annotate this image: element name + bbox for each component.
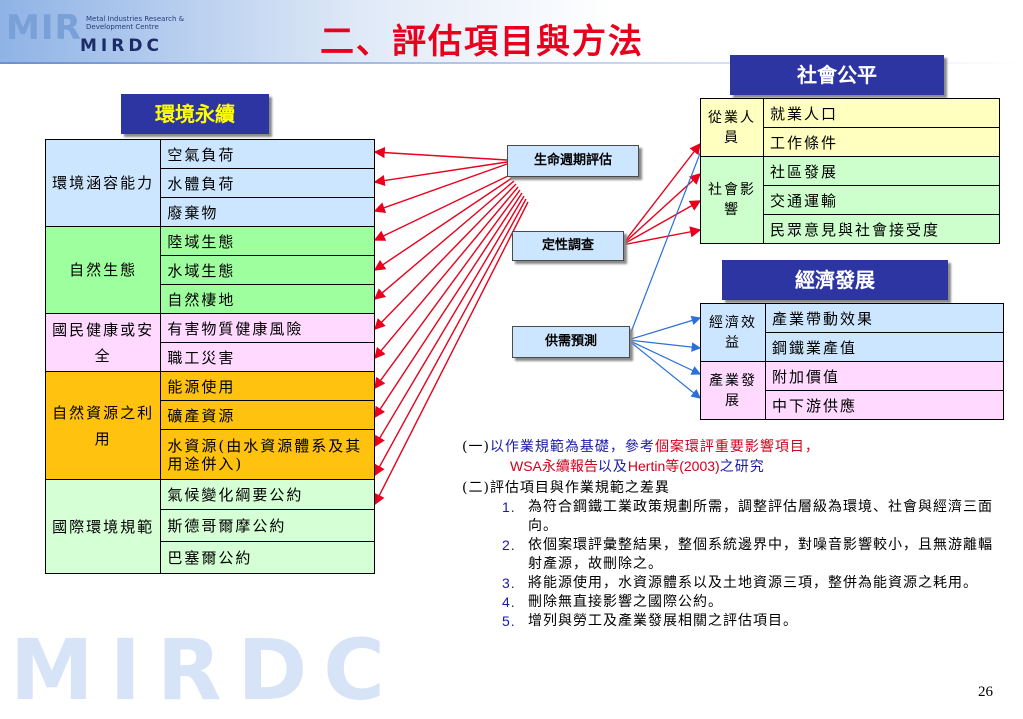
social-category: 從業人員 — [700, 98, 764, 157]
list-item: 1. 為符合鋼鐵工業政策規劃所需，調整評估層級為環境、社會與經濟三面向。 — [462, 498, 1002, 536]
method-qualitative-box: 定性調查 — [512, 231, 624, 261]
env-category: 國際環境規範 — [44, 479, 162, 574]
env-item: 水域生態 — [160, 255, 375, 285]
environment-table: 環境涵容能力 空氣負荷 水體負荷 廢棄物 自然生態 陸域生態 水域生態 自然棲地… — [44, 139, 375, 574]
note-1-text-b: 個案環評重要影響項目， — [654, 439, 820, 455]
list-item: 4. 刪除無直接影響之國際公約。 — [462, 593, 1002, 612]
logo-text: MIRDC — [80, 36, 163, 56]
difference-list: 1. 為符合鋼鐵工業政策規劃所需，調整評估層級為環境、社會與經濟三面向。 2. 依個… — [462, 498, 1002, 631]
env-item: 巴塞爾公約 — [160, 541, 375, 574]
env-item: 能源使用 — [160, 371, 375, 401]
list-text: 依個案環評彙整結果，整個系統邊界中，對噪音影響較小，且無游離輻射產源，故刪除之。 — [528, 537, 993, 572]
note-1-wsa: WSA永續報告 — [510, 458, 598, 474]
economic-category: 經濟效益 — [700, 303, 766, 362]
list-text: 刪除無直接影響之國際公約。 — [528, 594, 723, 610]
note-1-study: 之研究 — [719, 459, 765, 475]
list-text: 將能源使用，水資源體系以及土地資源三項，整併為能資源之耗用。 — [528, 575, 978, 591]
economic-item: 附加價值 — [765, 361, 1004, 391]
social-item: 社區發展 — [763, 156, 1000, 186]
env-item: 斯德哥爾摩公約 — [160, 509, 375, 542]
label-environment: 環境永續 — [121, 94, 269, 134]
list-item: 3. 將能源使用，水資源體系以及土地資源三項，整併為能資源之耗用。 — [462, 574, 1002, 593]
note-2-number: (二) — [462, 480, 490, 496]
logo-mark: MIR — [6, 8, 82, 48]
env-category: 國民健康或安全 — [44, 313, 162, 372]
page-number: 26 — [978, 684, 993, 700]
note-paragraph-1: (一)以作業規範為基礎，參考個案環評重要影響項目， WSA永續報告以及Herti… — [462, 438, 1002, 477]
list-number: 5. — [502, 613, 516, 629]
economic-table: 經濟效益 產業帶動效果 鋼鐵業產值 產業發展 附加價值 中下游供應 — [700, 303, 1004, 420]
env-item: 空氣負荷 — [160, 139, 375, 169]
economic-category: 產業發展 — [700, 361, 766, 420]
header-divider — [0, 62, 1023, 64]
env-item: 礦產資源 — [160, 400, 375, 430]
list-text: 為符合鋼鐵工業政策規劃所需，調整評估層級為環境、社會與經濟三面向。 — [528, 499, 993, 534]
env-item: 自然棲地 — [160, 284, 375, 314]
note-1-number: (一) — [462, 439, 490, 455]
header-band — [0, 0, 1023, 62]
list-number: 2. — [502, 537, 516, 553]
slide-title: 二、評估項目與方法 — [320, 22, 644, 62]
note-paragraph-2: (二)評估項目與作業規範之差異 — [462, 479, 1002, 498]
label-social: 社會公平 — [730, 55, 944, 95]
note-1-text-a: 以作業規範為基礎，參考 — [489, 439, 655, 455]
env-item: 水資源(由水資源體系及其用途併入) — [160, 429, 375, 480]
env-item: 職工災害 — [160, 342, 375, 372]
logo-subtitle: Metal Industries Research & Development … — [86, 15, 185, 31]
note-1-hertin: Hertin等(2003) — [627, 458, 720, 474]
economic-item: 產業帶動效果 — [765, 303, 1004, 333]
notes-section: (一)以作業規範為基礎，參考個案環評重要影響項目， WSA永續報告以及Herti… — [462, 438, 1002, 631]
list-item: 5. 增列與勞工及產業發展相關之評估項目。 — [462, 612, 1002, 631]
env-item: 氣候變化綱要公約 — [160, 479, 375, 510]
social-item: 工作條件 — [763, 127, 1000, 157]
list-item: 2. 依個案環評彙整結果，整個系統邊界中，對噪音影響較小，且無游離輻射產源，故刪除… — [462, 536, 1002, 574]
social-item: 交通運輸 — [763, 185, 1000, 215]
list-number: 1. — [502, 499, 516, 515]
economic-item: 中下游供應 — [765, 390, 1004, 420]
env-item: 有害物質健康風險 — [160, 313, 375, 343]
method-lca-box: 生命週期評估 — [507, 145, 639, 177]
env-category: 環境涵容能力 — [44, 139, 162, 227]
method-supply-demand-box: 供需預測 — [512, 326, 630, 358]
mirdc-logo: MIR Metal Industries Research & Developm… — [6, 6, 226, 58]
watermark: MIRDC — [10, 621, 401, 719]
economic-item: 鋼鐵業產值 — [765, 332, 1004, 362]
env-arrows — [373, 147, 529, 506]
env-category: 自然資源之利用 — [44, 371, 162, 480]
list-number: 4. — [502, 594, 516, 610]
env-item: 陸域生態 — [160, 226, 375, 256]
social-item: 民眾意見與社會接受度 — [763, 214, 1000, 244]
env-item: 廢棄物 — [160, 197, 375, 227]
env-item: 水體負荷 — [160, 168, 375, 198]
list-number: 3. — [502, 575, 516, 591]
social-table: 從業人員 就業人口 工作條件 社會影響 社區發展 交通運輸 民眾意見與社會接受度 — [700, 98, 1000, 244]
list-text: 增列與勞工及產業發展相關之評估項目。 — [528, 613, 798, 629]
social-category: 社會影響 — [700, 156, 764, 244]
note-2-text: 評估項目與作業規範之差異 — [489, 480, 670, 496]
note-1-and: 以及 — [597, 459, 628, 475]
env-category: 自然生態 — [44, 226, 162, 314]
label-economic: 經濟發展 — [722, 260, 948, 300]
social-item: 就業人口 — [763, 98, 1000, 128]
